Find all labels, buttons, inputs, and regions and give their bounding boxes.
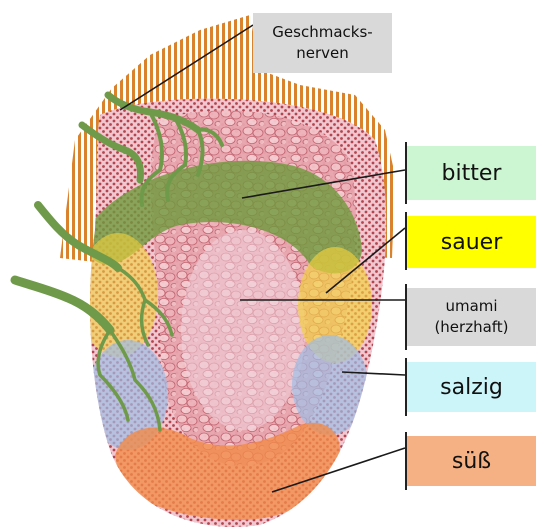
umami-zone — [181, 230, 305, 430]
label-nerves-line1: Geschmacks- — [272, 22, 372, 43]
salty-zone-right — [292, 335, 368, 435]
label-umami-line1: umami — [445, 296, 497, 317]
label-bitter: bitter — [407, 146, 536, 200]
label-nerves-line2: nerven — [296, 43, 349, 64]
label-salty: salzig — [407, 362, 536, 412]
label-umami: umami (herzhaft) — [407, 288, 536, 346]
label-salty-text: salzig — [440, 375, 503, 400]
label-sweet-text: süß — [452, 449, 491, 474]
label-sour-text: sauer — [441, 230, 502, 255]
label-nerves: Geschmacks- nerven — [253, 13, 392, 73]
label-umami-line2: (herzhaft) — [434, 317, 508, 338]
label-sour: sauer — [407, 216, 536, 268]
label-sweet: süß — [407, 436, 536, 486]
label-bitter-text: bitter — [442, 161, 502, 186]
tongue — [78, 99, 386, 527]
